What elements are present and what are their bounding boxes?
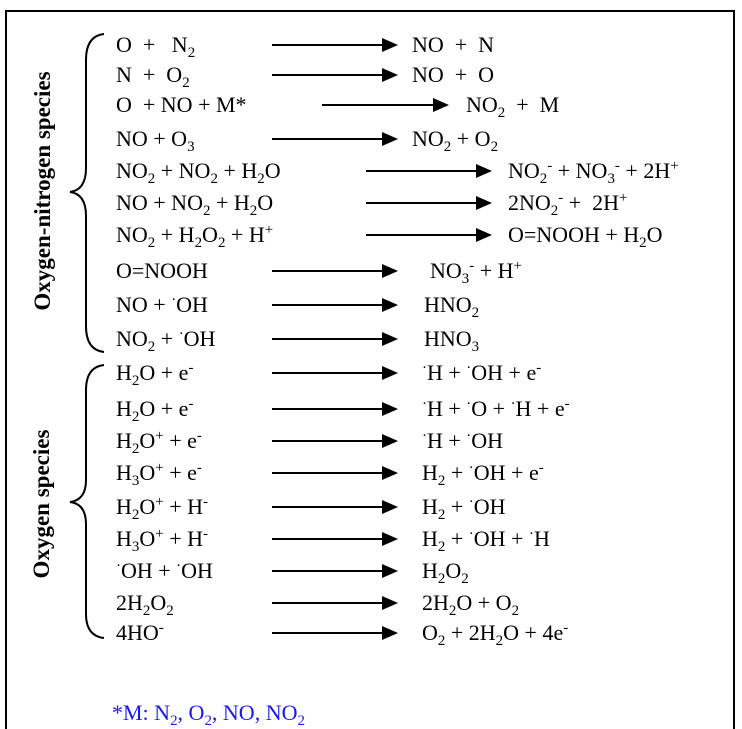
products: ·H + ·O + ·H + e-: [422, 395, 570, 421]
arrow-icon: [272, 564, 398, 578]
reaction-row: H3O+ + H- H2 + ·OH + ·H: [0, 524, 742, 556]
products: NO + N: [412, 32, 495, 57]
products: HNO2: [424, 292, 480, 322]
products: NO2 + O2: [412, 126, 499, 156]
reactants: N + O2: [116, 62, 190, 92]
reaction-row: ·OH + ·OH H2O2: [0, 556, 742, 588]
reaction-row: O + NO + M* NO2 + M: [0, 90, 742, 122]
products: O=NOOH + H2O: [508, 222, 663, 252]
reaction-row: NO2 + H2O2 + H+ O=NOOH + H2O: [0, 220, 742, 252]
reactants: NO2 + ·OH: [116, 325, 216, 356]
reactants: NO2 + NO2 + H2O: [116, 158, 281, 188]
reactants: H2O + e-: [116, 359, 194, 390]
reactants: 4HO-: [116, 619, 164, 645]
reactants: O + N2: [116, 32, 196, 62]
products: ·H + ·OH: [422, 427, 504, 453]
reactants: H2O + e-: [116, 395, 194, 426]
reaction-row: NO + ·OH HNO2: [0, 290, 742, 322]
reaction-row: O + N2 NO + N: [0, 30, 742, 62]
arrow-icon: [272, 500, 398, 514]
arrow-icon: [272, 264, 398, 278]
products: H2 + ·OH + ·H: [422, 525, 550, 556]
reactants: NO + ·OH: [116, 291, 208, 317]
reactants: 2H2O2: [116, 590, 174, 620]
products: H2 + ·OH + e-: [422, 459, 544, 490]
reaction-row: H2O + e- ·H + ·O + ·H + e-: [0, 394, 742, 426]
reactants: H2O+ + e-: [116, 427, 202, 458]
footnote: *M: N2, O2, NO, NO2: [112, 700, 305, 729]
reaction-row: H2O + e- ·H + ·OH + e-: [0, 358, 742, 390]
products: NO2 + M: [466, 92, 560, 122]
oxygen-brace: [69, 364, 105, 639]
reaction-row: NO2 + NO2 + H2O NO2- + NO3- + 2H+: [0, 156, 742, 188]
arrow-icon: [322, 98, 449, 112]
products: 2NO2- + 2H+: [508, 189, 628, 220]
arrow-icon: [366, 196, 492, 210]
oxygen-nitrogen-brace: [69, 33, 105, 353]
reaction-row: H2O+ + e- ·H + ·OH: [0, 426, 742, 458]
arrow-icon: [272, 434, 398, 448]
products: NO3- + H+: [430, 257, 522, 288]
arrow-icon: [272, 596, 398, 610]
reaction-row: NO2 + ·OH HNO3: [0, 324, 742, 356]
reactants: O=NOOH: [116, 258, 208, 283]
arrow-icon: [272, 298, 398, 312]
products: HNO3: [424, 326, 480, 356]
reactants: NO2 + H2O2 + H+: [116, 221, 274, 252]
reactants: ·OH + ·OH: [116, 557, 213, 583]
reaction-row: N + O2 NO + O: [0, 60, 742, 92]
reactants: H2O+ + H-: [116, 493, 208, 524]
reactants: H3O+ + H-: [116, 525, 208, 556]
products: O2 + 2H2O + 4e-: [422, 619, 569, 650]
reaction-row: 2H2O2 2H2O + O2: [0, 588, 742, 620]
diagram-frame: [5, 10, 735, 729]
arrow-icon: [272, 366, 398, 380]
reactants: O + NO + M*: [116, 92, 247, 117]
arrow-icon: [272, 332, 398, 346]
reaction-row: H2O+ + H- H2 + ·OH: [0, 492, 742, 524]
reaction-row: 4HO- O2 + 2H2O + 4e-: [0, 618, 742, 650]
arrow-icon: [272, 626, 398, 640]
reactants: H3O+ + e-: [116, 459, 202, 490]
arrow-icon: [272, 132, 398, 146]
reaction-row: NO + O3 NO2 + O2: [0, 124, 742, 156]
products: ·H + ·OH + e-: [422, 359, 542, 385]
arrow-icon: [272, 68, 398, 82]
reactants: NO + O3: [116, 126, 195, 156]
reactants: NO + NO2 + H2O: [116, 190, 274, 220]
reaction-row: O=NOOH NO3- + H+: [0, 256, 742, 288]
products: H2O2: [422, 558, 469, 588]
arrow-icon: [272, 532, 398, 546]
arrow-icon: [272, 466, 398, 480]
arrow-icon: [366, 164, 492, 178]
products: NO + O: [412, 62, 495, 87]
reaction-row: NO + NO2 + H2O 2NO2- + 2H+: [0, 188, 742, 220]
arrow-icon: [366, 228, 492, 242]
products: H2 + ·OH: [422, 493, 506, 524]
reaction-row: H3O+ + e- H2 + ·OH + e-: [0, 458, 742, 490]
arrow-icon: [272, 38, 398, 52]
arrow-icon: [272, 402, 398, 416]
products: NO2- + NO3- + 2H+: [508, 157, 679, 188]
products: 2H2O + O2: [422, 590, 520, 620]
